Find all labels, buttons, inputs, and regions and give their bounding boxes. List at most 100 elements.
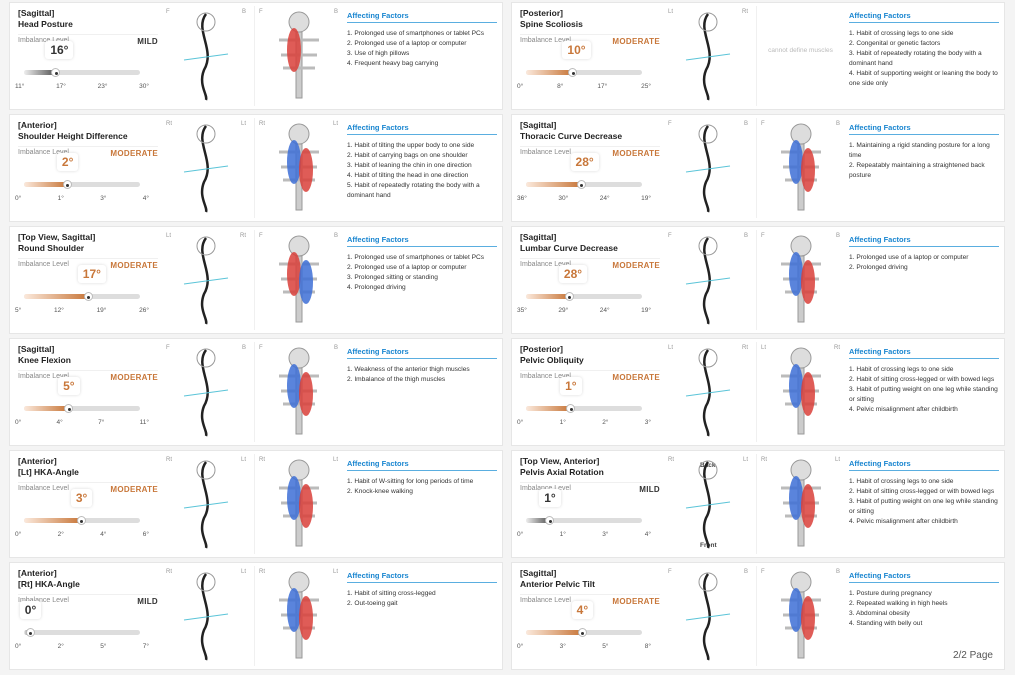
affecting-factors: Affecting Factors 1. Prolonged use of a l… [849,235,999,273]
gauge-marker [577,628,587,637]
muscle-highlight [299,596,313,640]
factor-item: 2. Repeated walking in high heels [849,600,948,607]
muscle-highlight [287,140,301,184]
affecting-factors-title: Affecting Factors [347,459,497,471]
factor-item: 1. Prolonged use of a laptop or computer [849,254,969,261]
gauge-tick: 19° [96,307,107,314]
view-label: [Anterior] [18,456,57,466]
imbalance-card: [Top View, Anterior] Pelvis Axial Rotati… [511,450,1005,558]
imbalance-gauge [24,516,140,525]
muscle-highlight [299,372,313,416]
gauge-tick: 19° [641,307,651,314]
gauge-marker [576,180,586,189]
affecting-factors-title: Affecting Factors [849,235,999,247]
gauge-tick: 30° [139,83,149,90]
measurement-info: [Top View, Sagittal] Round Shoulder Imba… [18,232,158,270]
cannot-define-muscles: cannot define muscles [768,47,833,54]
factor-item: 3. Habit of leaning the chin in one dire… [347,162,472,169]
gauge-ticks: 0°4°7°11° [15,419,149,426]
view-label: [Sagittal] [18,344,55,354]
imbalance-gauge [24,404,140,413]
gauge-ticks: 0°8°17°25° [517,83,651,90]
affecting-factors: Affecting Factors 1. Habit of W-sitting f… [347,459,497,497]
imbalance-level-badge: MODERATE [110,261,158,270]
fig-label-right: B [743,121,748,127]
imbalance-level-label: Imbalance Level [18,373,69,380]
imbalance-gauge [526,516,642,525]
factor-item: 3. Use of high pillows [347,50,410,57]
gauge-tick: 4° [56,419,63,426]
gauge-ticks: 0°2°5°7° [15,643,149,650]
imbalance-level-label: Imbalance Level [18,597,69,604]
muscle-highlight [801,596,815,640]
imbalance-level-badge: MODERATE [612,597,660,606]
angle-value: 5° [58,377,80,395]
fig-label-left: F [668,233,672,239]
gauge-fill [526,518,550,523]
fig-label-right: Lt [742,457,748,463]
gauge-marker [564,292,574,301]
gauge-ticks: 11°17°23°30° [15,83,149,90]
fig-label-right: Lt [240,457,246,463]
measurement-info: [Anterior] Shoulder Height Difference Im… [18,120,158,158]
imbalance-card: [Anterior] [Rt] HKA-Angle Imbalance Leve… [9,562,503,670]
imbalance-level-label: Imbalance Level [18,261,69,268]
gauge-tick: 7° [98,419,105,426]
factor-item: 2. Imbalance of the thigh muscles [347,376,446,383]
factor-item: 4. Habit of tilting the head in one dire… [347,172,469,179]
gauge-fill [24,294,88,299]
angle-value: 1° [539,489,561,507]
imbalance-level-badge: MODERATE [612,37,660,46]
gauge-tick: 0° [15,419,22,426]
muscle-highlight [287,476,301,520]
gauge-tick: 30° [558,195,569,202]
imbalance-gauge [526,68,642,77]
measurement-name: [Lt] HKA-Angle [18,467,79,477]
measurement-name: [Rt] HKA-Angle [18,579,80,589]
muscle-highlight [299,484,313,528]
gauge-marker [83,292,93,301]
imbalance-card: [Top View, Sagittal] Round Shoulder Imba… [9,226,503,334]
gauge-tick: 2° [57,643,64,650]
angle-value: 3° [70,489,93,507]
factor-item: 4. Frequent heavy bag carrying [347,60,439,67]
gauge-ticks: 0°3°5°8° [517,643,651,650]
gauge-tick: 19° [641,195,651,202]
imbalance-level-badge: MODERATE [110,149,158,158]
muscle-highlight [789,364,803,408]
gauge-marker [76,516,86,525]
measurement-info: [Sagittal] Lumbar Curve Decrease Imbalan… [520,232,660,270]
measurement-info: [Posterior] Spine Scoliosis Imbalance Le… [520,8,660,46]
view-label: [Sagittal] [520,120,557,130]
gauge-tick: 17° [56,83,66,90]
angle-value: 28° [558,265,588,283]
factor-item: 1. Habit of W-sitting for long periods o… [347,478,474,485]
gauge-tick: 23° [97,83,108,90]
factor-item: 1. Posture during pregnancy [849,590,932,597]
angle-value: 2° [56,153,79,171]
fig-label-right: B [333,233,338,239]
factor-item: 2. Prolonged driving [849,264,908,271]
measurement-name: Pelvic Obliquity [520,355,584,365]
affecting-factors-title: Affecting Factors [849,459,999,471]
muscle-highlight [287,28,301,72]
fig-label-left: F [668,569,672,575]
imbalance-card: [Sagittal] Lumbar Curve Decrease Imbalan… [511,226,1005,334]
measurement-name: Head Posture [18,19,73,29]
gauge-tick: 1° [559,419,566,426]
imbalance-level-label: Imbalance Level [520,37,571,44]
factor-item: 3. Habit of repeatedly rotating the body… [849,50,982,67]
gauge-tick: 4° [142,195,149,202]
view-label: [Top View, Sagittal] [18,232,96,242]
angle-value: 0° [19,601,42,619]
